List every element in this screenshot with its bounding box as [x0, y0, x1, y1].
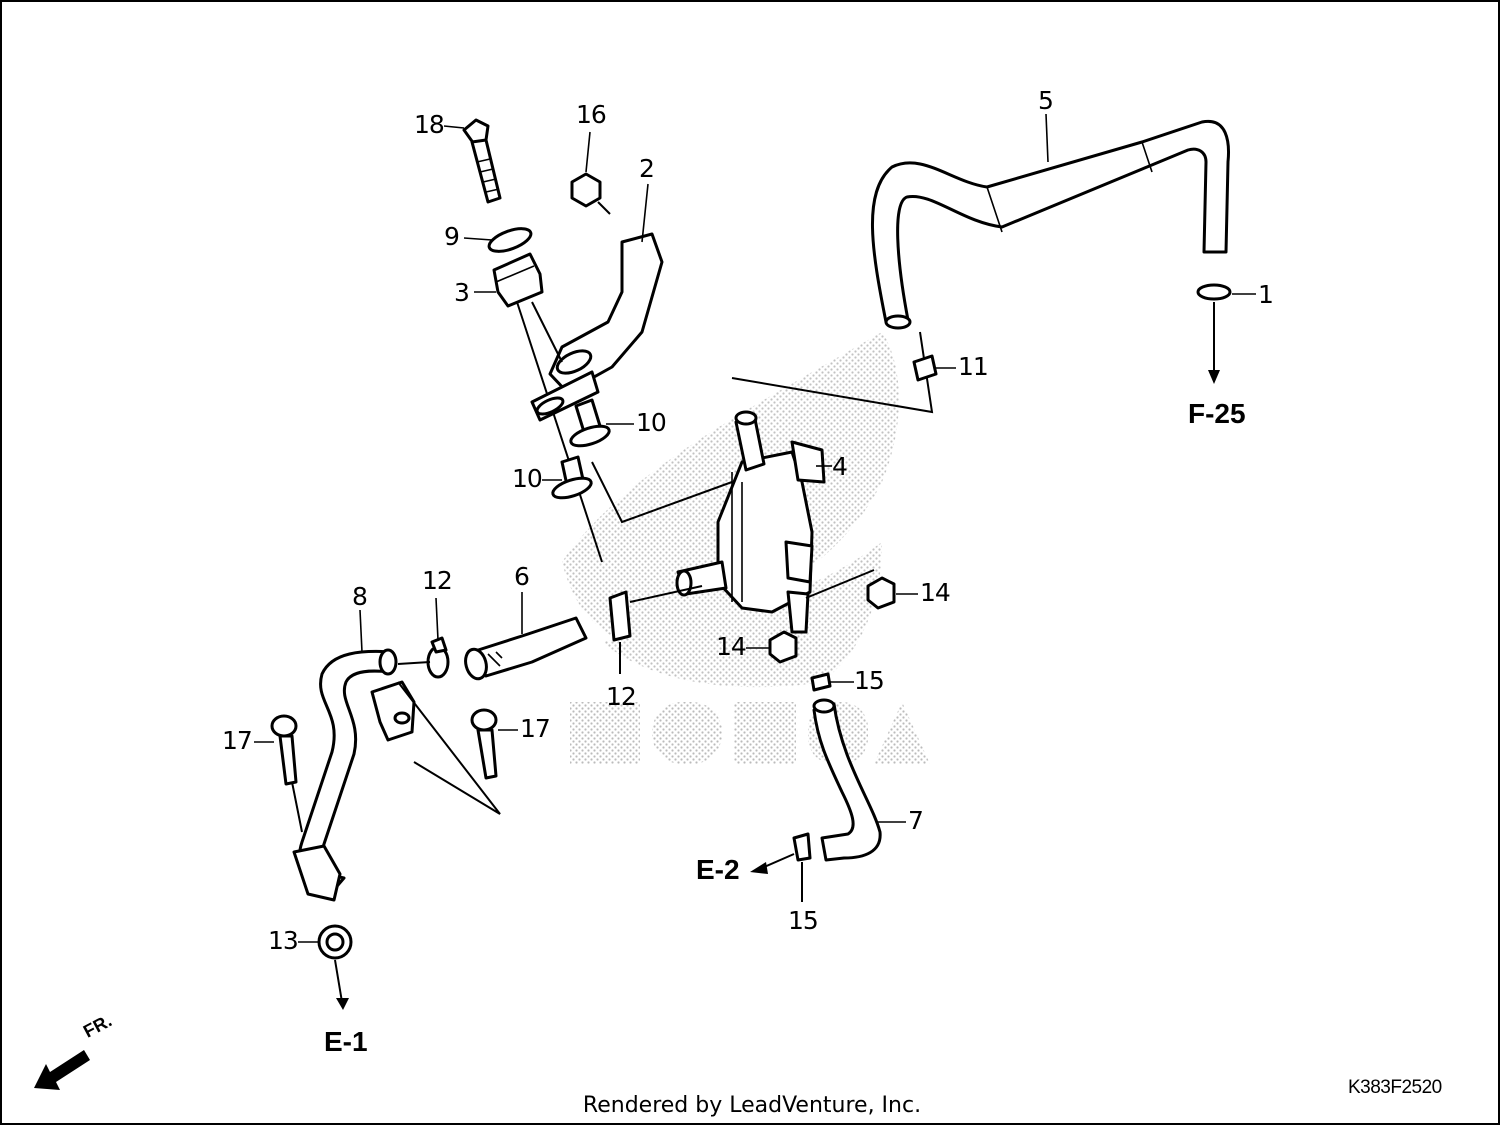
honda-logo-watermark: [570, 702, 930, 764]
callout-17-left: 17: [222, 726, 253, 755]
callout-15-lower: 15: [788, 906, 819, 935]
callout-10-lower: 10: [512, 464, 543, 493]
gasket-13: [317, 924, 353, 1010]
callout-12-upper: 12: [422, 566, 453, 595]
rubber-mount-3: [492, 252, 544, 308]
clamp-12-right: [608, 590, 632, 674]
bolt-17-right: [470, 708, 498, 780]
guide-line-14: [805, 569, 875, 599]
callout-14-left: 14: [716, 632, 747, 661]
callout-leader-lines: [254, 113, 1256, 943]
front-direction-arrow-icon: [34, 1050, 90, 1090]
guide-line-12: [629, 585, 703, 603]
clip-1: [1196, 283, 1232, 384]
callout-17-right: 17: [520, 714, 551, 743]
callout-13: 13: [268, 926, 299, 955]
reference-e2[interactable]: E-2: [696, 854, 740, 885]
grommet-10-lower: [551, 455, 593, 500]
callout-8: 8: [352, 582, 368, 611]
hose-5: [871, 119, 1230, 330]
washer-9: [487, 227, 533, 253]
hose-6: [464, 616, 588, 681]
nut-16: [570, 172, 611, 215]
guide-line-17: [397, 681, 501, 815]
bracket-2: [530, 232, 664, 422]
clamp-12-left: [426, 636, 450, 679]
bolt-18: [462, 118, 502, 204]
guide-line-4: [591, 461, 733, 524]
callout-10-upper: 10: [636, 408, 667, 437]
callout-7: 7: [908, 806, 924, 835]
callout-14-right: 14: [920, 578, 951, 607]
clip-15-lower: [792, 832, 812, 902]
callout-12-lower: 12: [606, 682, 637, 711]
grommet-10-upper: [569, 398, 611, 448]
diagram-code: K383F2520: [1348, 1077, 1442, 1098]
clip-15-upper: [810, 672, 832, 692]
hose-7: [812, 698, 882, 862]
cap-14-right: [866, 576, 896, 610]
callout-5: 5: [1038, 86, 1054, 115]
callout-4: 4: [832, 452, 848, 481]
callout-11: 11: [958, 352, 989, 381]
callout-1: 1: [1258, 280, 1274, 309]
air-injection-valve-4: [675, 410, 826, 634]
callout-9: 9: [444, 222, 460, 251]
reference-f25[interactable]: F-25: [1188, 398, 1246, 429]
callout-6: 6: [514, 562, 530, 591]
air-pipe-8: [292, 648, 431, 902]
callout-15-upper: 15: [854, 666, 885, 695]
clip-11: [912, 354, 938, 382]
callout-3: 3: [454, 278, 470, 307]
callout-16: 16: [576, 100, 607, 129]
callout-2: 2: [639, 154, 655, 183]
arrow-e2-line: [761, 853, 795, 869]
assembly-axis-line: [516, 301, 603, 563]
cap-14-left: [768, 630, 798, 664]
footer-credit: Rendered by LeadVenture, Inc.: [582, 1093, 922, 1118]
reference-e1[interactable]: E-1: [324, 1026, 368, 1057]
bolt-17-left: [270, 714, 303, 833]
arrow-e2-head: [750, 862, 768, 874]
callout-18: 18: [414, 110, 445, 139]
